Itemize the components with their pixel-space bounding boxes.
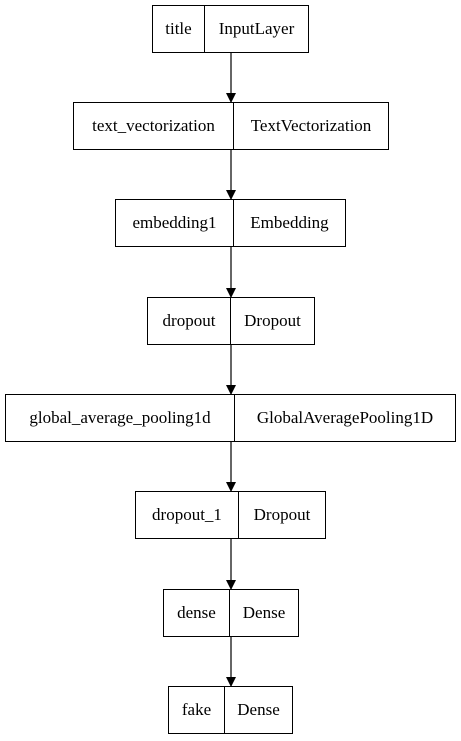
layer-node-global-average-pooling1d: global_average_pooling1d GlobalAveragePo… bbox=[5, 394, 456, 442]
layer-name: text_vectorization bbox=[74, 103, 234, 149]
layer-type: InputLayer bbox=[218, 19, 295, 38]
layer-name: dense bbox=[164, 590, 230, 636]
layer-type: GlobalAveragePooling1D bbox=[256, 408, 434, 427]
layer-node-title: title InputLayer bbox=[152, 5, 309, 53]
layer-type: Dropout bbox=[253, 505, 311, 524]
layer-node-dropout-1: dropout_1 Dropout bbox=[135, 491, 326, 539]
layer-name: global_average_pooling1d bbox=[6, 395, 235, 441]
layer-name: dropout_1 bbox=[136, 492, 239, 538]
layer-name: embedding1 bbox=[116, 200, 234, 246]
layer-type: Dense bbox=[237, 700, 280, 719]
layer-node-embedding1: embedding1 Embedding bbox=[115, 199, 346, 247]
layer-name: title bbox=[153, 6, 205, 52]
layer-type: Dropout bbox=[244, 311, 301, 330]
layer-type: Dense bbox=[242, 603, 286, 622]
layer-node-dense: dense Dense bbox=[163, 589, 299, 637]
layer-name: fake bbox=[169, 687, 225, 733]
layer-type: TextVectorization bbox=[250, 116, 372, 135]
layer-node-text-vectorization: text_vectorization TextVectorization bbox=[73, 102, 389, 150]
layer-node-fake: fake Dense bbox=[168, 686, 293, 734]
layer-type: Embedding bbox=[250, 213, 329, 232]
layer-node-dropout: dropout Dropout bbox=[147, 297, 315, 345]
layer-name: dropout bbox=[148, 298, 231, 344]
